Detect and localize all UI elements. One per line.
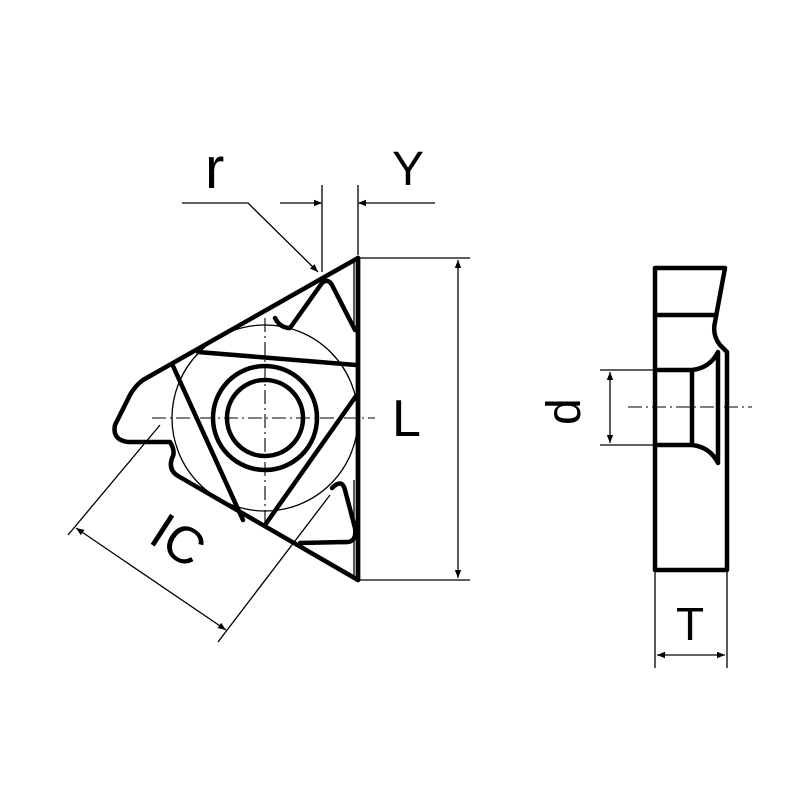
y-dimension [280,185,435,272]
label-y: Y [392,143,424,196]
facet-line-1 [195,349,359,368]
ic-dimension [67,424,331,643]
bottom-tooth [297,481,358,546]
insert-outline [112,255,361,583]
side-view [600,265,752,668]
side-outline [652,265,730,573]
label-ic: IC [140,503,215,580]
label-t: T [676,598,704,650]
top-tooth [272,278,358,333]
l-dimension [360,257,470,581]
label-d: d [538,398,591,425]
label-l: L [392,390,421,448]
r-dimension [182,202,319,273]
facet-line-2 [170,363,246,523]
front-view [112,255,375,583]
label-r: r [205,136,224,201]
facet-line-3 [262,393,359,528]
